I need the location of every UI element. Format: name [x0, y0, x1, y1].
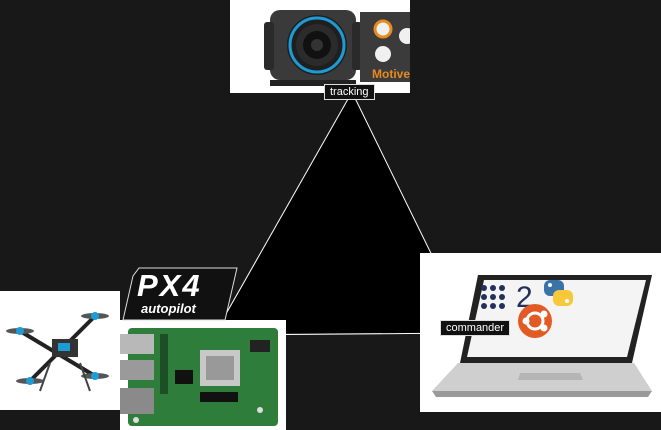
triangle-area [214, 92, 470, 335]
px4-logo-subtext: autopilot [141, 301, 196, 316]
computer-board-icon [120, 328, 278, 426]
px4-logo-text: PX4 [137, 268, 202, 303]
quadcopter-drone-icon [6, 312, 109, 392]
board-image [120, 320, 286, 430]
tracking-label: tracking [324, 84, 375, 100]
commander-label: commander [440, 320, 511, 336]
drone-image [0, 291, 120, 410]
ubuntu-logo-icon [518, 304, 552, 338]
edge-tracking-px4 [213, 91, 353, 336]
motive-logo-text: Motive [372, 67, 410, 81]
tracking-image: Motive [230, 0, 410, 93]
mocap-camera-icon [264, 10, 362, 86]
px4-autopilot-logo: PX4 autopilot [121, 266, 239, 322]
ros2-logo-icon: 2 [480, 281, 540, 332]
python-logo-icon [544, 280, 573, 306]
laptop-icon [432, 275, 652, 397]
motive-logo-icon: Motive [360, 12, 410, 82]
